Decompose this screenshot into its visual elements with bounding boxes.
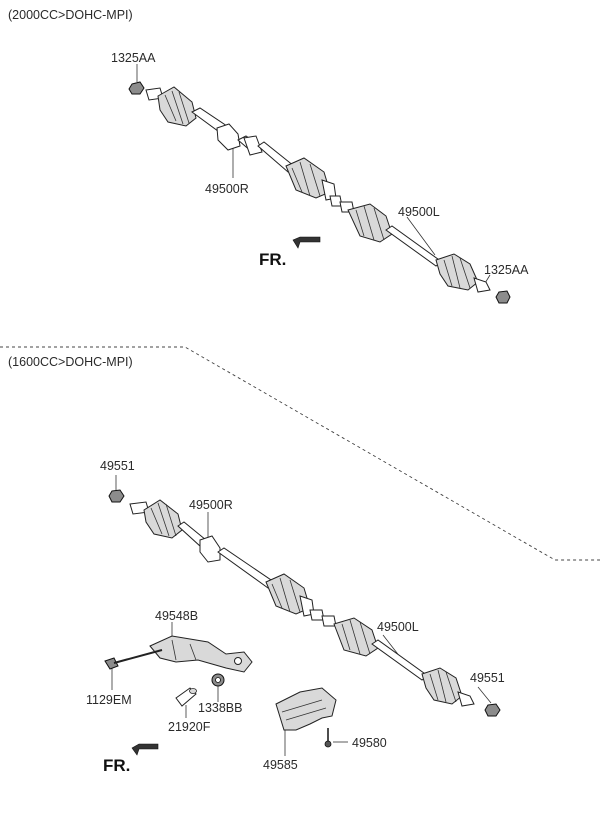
drive-shaft-right-bottom	[129, 499, 325, 621]
label-49551-left: 49551	[100, 459, 135, 473]
front-arrow-icon	[131, 743, 159, 756]
label-49500r-top: 49500R	[205, 182, 249, 196]
section-header-2000cc: (2000CC>DOHC-MPI)	[8, 8, 133, 22]
label-21920f: 21920F	[168, 720, 211, 734]
nut-49551-right	[484, 703, 501, 717]
bushing-1338bb	[211, 673, 225, 687]
front-indicator-top: FR.	[259, 250, 286, 269]
nut-49551-left	[108, 489, 125, 503]
label-49500l-bottom: 49500L	[377, 620, 419, 634]
leader-49500l-top	[406, 216, 436, 256]
bracket-49548b	[149, 635, 253, 673]
label-49580: 49580	[352, 736, 387, 750]
bolt-1129em	[104, 649, 163, 670]
heat-shield-49585	[275, 687, 337, 731]
leader-49551-right	[477, 686, 492, 704]
nut-right-top	[495, 290, 511, 304]
label-49548b: 49548B	[155, 609, 198, 623]
label-49500l-top: 49500L	[398, 205, 440, 219]
label-1338bb: 1338BB	[198, 701, 242, 715]
front-arrow-icon	[292, 236, 321, 249]
label-49551-right: 49551	[470, 671, 505, 685]
screw-49580	[324, 728, 332, 748]
nut-left-top	[128, 81, 145, 95]
section-divider	[0, 346, 600, 561]
drive-shaft-left-top	[339, 201, 491, 293]
label-1325aa-left-top: 1325AA	[111, 51, 156, 65]
section-header-1600cc: (1600CC>DOHC-MPI)	[8, 355, 133, 369]
label-1325aa-right-top: 1325AA	[484, 263, 529, 277]
front-indicator-bottom: FR.	[103, 756, 130, 775]
label-49585: 49585	[263, 758, 298, 772]
drive-shaft-right-top	[145, 86, 343, 207]
label-49500r-bottom: 49500R	[189, 498, 233, 512]
drive-shaft-left-bottom	[321, 615, 475, 707]
pin-21920f	[175, 687, 197, 707]
label-1129em: 1129EM	[86, 693, 132, 707]
